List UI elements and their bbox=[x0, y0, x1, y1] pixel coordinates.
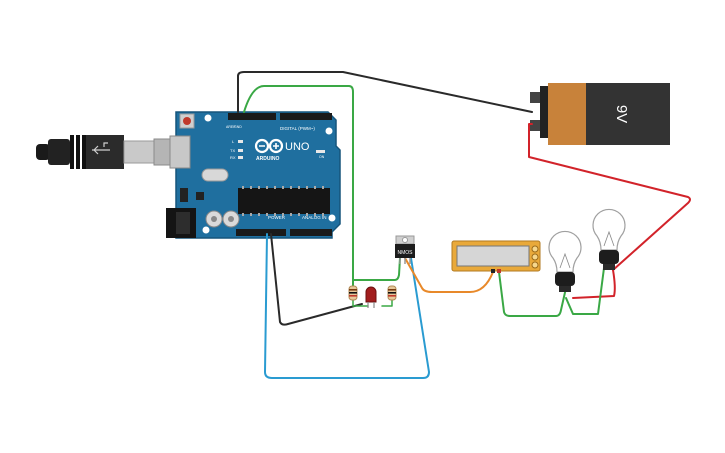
wire-orange-mosfet-meter[interactable] bbox=[404, 257, 494, 293]
analog-label: ANALOG IN bbox=[302, 215, 327, 220]
wire-green-meter-bulbs[interactable] bbox=[498, 271, 567, 317]
tx-led-label: TX bbox=[230, 148, 235, 153]
multimeter-icon[interactable] bbox=[451, 240, 541, 273]
arduino-uno-board[interactable]: ARDUINO UNO DIGITAL (PWM~) POWER ANALOG … bbox=[166, 111, 341, 239]
wire-red-bulb-link[interactable] bbox=[572, 269, 616, 299]
arduino-logo-icon bbox=[254, 138, 284, 154]
digital-label: DIGITAL (PWM~) bbox=[280, 126, 315, 131]
aref-label: AREF bbox=[226, 125, 235, 129]
power-jack-icon[interactable] bbox=[166, 208, 196, 238]
wire-green-resistor-mosfet[interactable] bbox=[352, 257, 401, 287]
on-led-label: ON bbox=[319, 155, 325, 159]
wire-green-digital-pin[interactable] bbox=[243, 85, 354, 287]
power-label: POWER bbox=[268, 215, 286, 220]
gnd-label: GND bbox=[234, 125, 242, 129]
wire-led-chain[interactable] bbox=[352, 299, 393, 307]
board-model: UNO bbox=[285, 141, 310, 153]
wire-green-bulb-link[interactable] bbox=[565, 267, 605, 315]
resistor-icon[interactable] bbox=[348, 285, 358, 301]
wire-black-gnd-led[interactable] bbox=[270, 233, 363, 326]
mosfet-label: NMOS bbox=[398, 250, 414, 256]
rx-led-label: RX bbox=[230, 155, 236, 160]
l-led-label: L bbox=[232, 139, 235, 144]
usb-cable-icon[interactable] bbox=[36, 135, 175, 169]
led-icon[interactable] bbox=[365, 286, 377, 308]
light-bulb-icon[interactable] bbox=[592, 208, 626, 270]
light-bulb-icon[interactable] bbox=[548, 230, 582, 292]
board-logo-text: ARDUINO bbox=[256, 156, 279, 162]
wire-blue-board-mosfet[interactable] bbox=[264, 233, 430, 379]
resistor-icon[interactable] bbox=[387, 285, 397, 301]
battery-label: 9V bbox=[613, 105, 630, 123]
battery-9v-icon[interactable]: 9V bbox=[530, 83, 670, 145]
wire-red-battery-bulb[interactable] bbox=[528, 123, 691, 271]
mosfet-icon[interactable]: NMOS bbox=[395, 235, 415, 264]
wire-black-gnd-battery[interactable] bbox=[237, 71, 533, 113]
